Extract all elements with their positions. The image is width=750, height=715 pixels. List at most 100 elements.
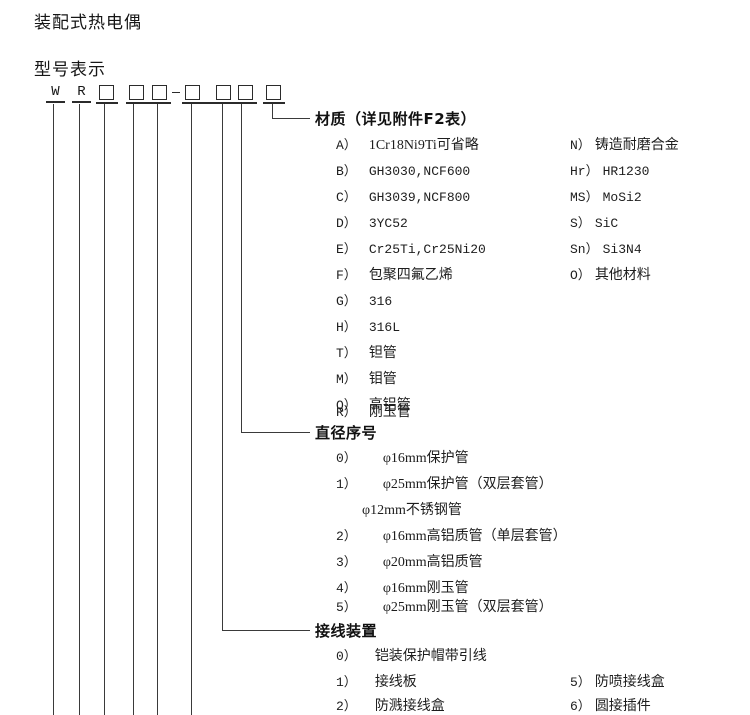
option-material-H: H） 316L: [336, 319, 400, 336]
option-key: 4）: [336, 581, 357, 596]
option-diameter-2: 2）φ16mm高铝质管（单层套管）: [336, 528, 567, 545]
code-letter-r: R: [72, 84, 91, 103]
code-underline-1: [96, 102, 118, 104]
option-value: 钼管: [368, 372, 397, 387]
code-underline-4: [263, 102, 285, 104]
option-key: S）: [570, 216, 591, 231]
option-key: 6）: [570, 699, 591, 714]
code-underline-3: [182, 102, 257, 104]
option-value: 刚玉管: [368, 405, 411, 420]
option-value: GH3039,NCF800: [368, 190, 471, 205]
option-material-D: D） 3YC52: [336, 215, 408, 232]
option-key: O）: [570, 268, 591, 283]
option-wiring-6: 6）圆接插件: [570, 698, 651, 715]
leader-elbow-material: [272, 104, 310, 119]
option-key: 2）: [336, 529, 357, 544]
option-key: B）: [336, 164, 357, 179]
option-value: 圆接插件: [594, 699, 651, 714]
option-wiring-1: 1） 接线板: [336, 674, 417, 691]
option-value: 铠装保护帽带引线: [374, 649, 487, 664]
option-material-MS: MS）MoSi2: [570, 189, 642, 206]
option-key: E）: [336, 242, 357, 257]
leader-elbow-diameter: [241, 104, 310, 433]
leader-line-w: [53, 104, 54, 715]
option-material-C: C） GH3039,NCF800: [336, 189, 470, 206]
option-value: φ20mm高铝质管: [382, 555, 483, 570]
group-title-wiring: 接线装置: [315, 622, 378, 640]
option-diameter-3: 3）φ20mm高铝质管: [336, 554, 483, 571]
option-key: H）: [336, 320, 357, 335]
code-dash: [172, 92, 180, 93]
option-value: Si3N4: [602, 242, 642, 257]
option-key: R）: [336, 405, 357, 420]
option-key: 1）: [336, 675, 357, 690]
option-material-F: F）包聚四氟乙烯: [336, 267, 453, 284]
group-title-material: 材质（详见附件F2表）: [315, 110, 477, 128]
option-material-R: R） 刚玉管: [336, 404, 411, 421]
option-value: 3YC52: [368, 216, 408, 231]
option-value: MoSi2: [602, 190, 642, 205]
option-value: 铸造耐磨合金: [594, 138, 679, 153]
code-box-1: [99, 85, 114, 100]
group-title-diameter: 直径序号: [315, 424, 378, 442]
code-box-3: [152, 85, 167, 100]
option-wiring-0: 0）铠装保护帽带引线: [336, 648, 487, 665]
option-key: M）: [336, 372, 357, 387]
option-material-A: A） 1Cr18Ni9Ti可省略: [336, 137, 479, 154]
option-diameter-1: 1） φ25mm保护管（双层套管）: [336, 476, 553, 493]
option-key: 0）: [336, 451, 357, 466]
option-value: φ25mm刚玉管（双层套管）: [382, 600, 553, 615]
option-value: φ16mm刚玉管: [382, 581, 469, 596]
option-material-T: T）钽管: [336, 345, 397, 362]
option-value: φ25mm保护管（双层套管）: [382, 477, 553, 492]
option-value: 包聚四氟乙烯: [368, 268, 453, 283]
leader-line-box3: [157, 104, 158, 715]
option-key: N）: [570, 138, 591, 153]
option-material-G: G） 316: [336, 293, 392, 310]
leader-line-box2: [133, 104, 134, 715]
option-key: G）: [336, 294, 357, 309]
option-material-E: E） Cr25Ti,Cr25Ni20: [336, 241, 486, 258]
option-wiring-2: 2）防溅接线盒: [336, 698, 445, 715]
option-key: 1）: [336, 477, 357, 492]
document-title: 装配式热电偶: [34, 13, 142, 32]
code-box-2: [129, 85, 144, 100]
option-value: 防喷接线盒: [594, 675, 665, 690]
option-value: φ16mm保护管: [382, 451, 469, 466]
option-value: GH3030,NCF600: [368, 164, 471, 179]
option-value: HR1230: [602, 164, 650, 179]
option-material-B: B） GH3030,NCF600: [336, 163, 470, 180]
option-material-Sn: Sn）Si3N4: [570, 241, 642, 258]
option-key: 5）: [336, 600, 357, 615]
option-value: 316: [368, 294, 393, 309]
option-value: 1Cr18Ni9Ti可省略: [368, 138, 479, 153]
option-diameter-1b: φ12mm不锈钢管: [336, 502, 462, 519]
option-value: 其他材料: [594, 268, 651, 283]
leader-line-r: [79, 104, 80, 715]
option-wiring-5: 5）防喷接线盒: [570, 674, 665, 691]
code-underline-2: [126, 102, 171, 104]
option-diameter-0: 0） φ16mm保护管: [336, 450, 469, 467]
option-material-M: M） 钼管: [336, 371, 397, 388]
option-key: Q）: [336, 398, 357, 413]
option-key: D）: [336, 216, 357, 231]
option-material-Q: Q）高铝管: [336, 397, 411, 414]
option-key: T）: [336, 346, 357, 361]
leader-line-box4: [191, 104, 192, 715]
option-value: 316L: [368, 320, 401, 335]
option-value: φ12mm不锈钢管: [362, 503, 462, 518]
section-heading: 型号表示: [34, 60, 106, 79]
code-box-5: [216, 85, 231, 100]
leader-line-box1: [104, 104, 105, 715]
option-key: C）: [336, 190, 357, 205]
option-value: 接线板: [374, 675, 417, 690]
option-key: 5）: [570, 675, 591, 690]
code-box-4: [185, 85, 200, 100]
option-diameter-4: 4） φ16mm刚玉管: [336, 580, 469, 597]
option-value: Cr25Ti,Cr25Ni20: [368, 242, 486, 257]
code-box-6: [238, 85, 253, 100]
option-value: SiC: [594, 216, 619, 231]
option-material-Hr: Hr）HR1230: [570, 163, 649, 180]
option-key: A）: [336, 138, 357, 153]
